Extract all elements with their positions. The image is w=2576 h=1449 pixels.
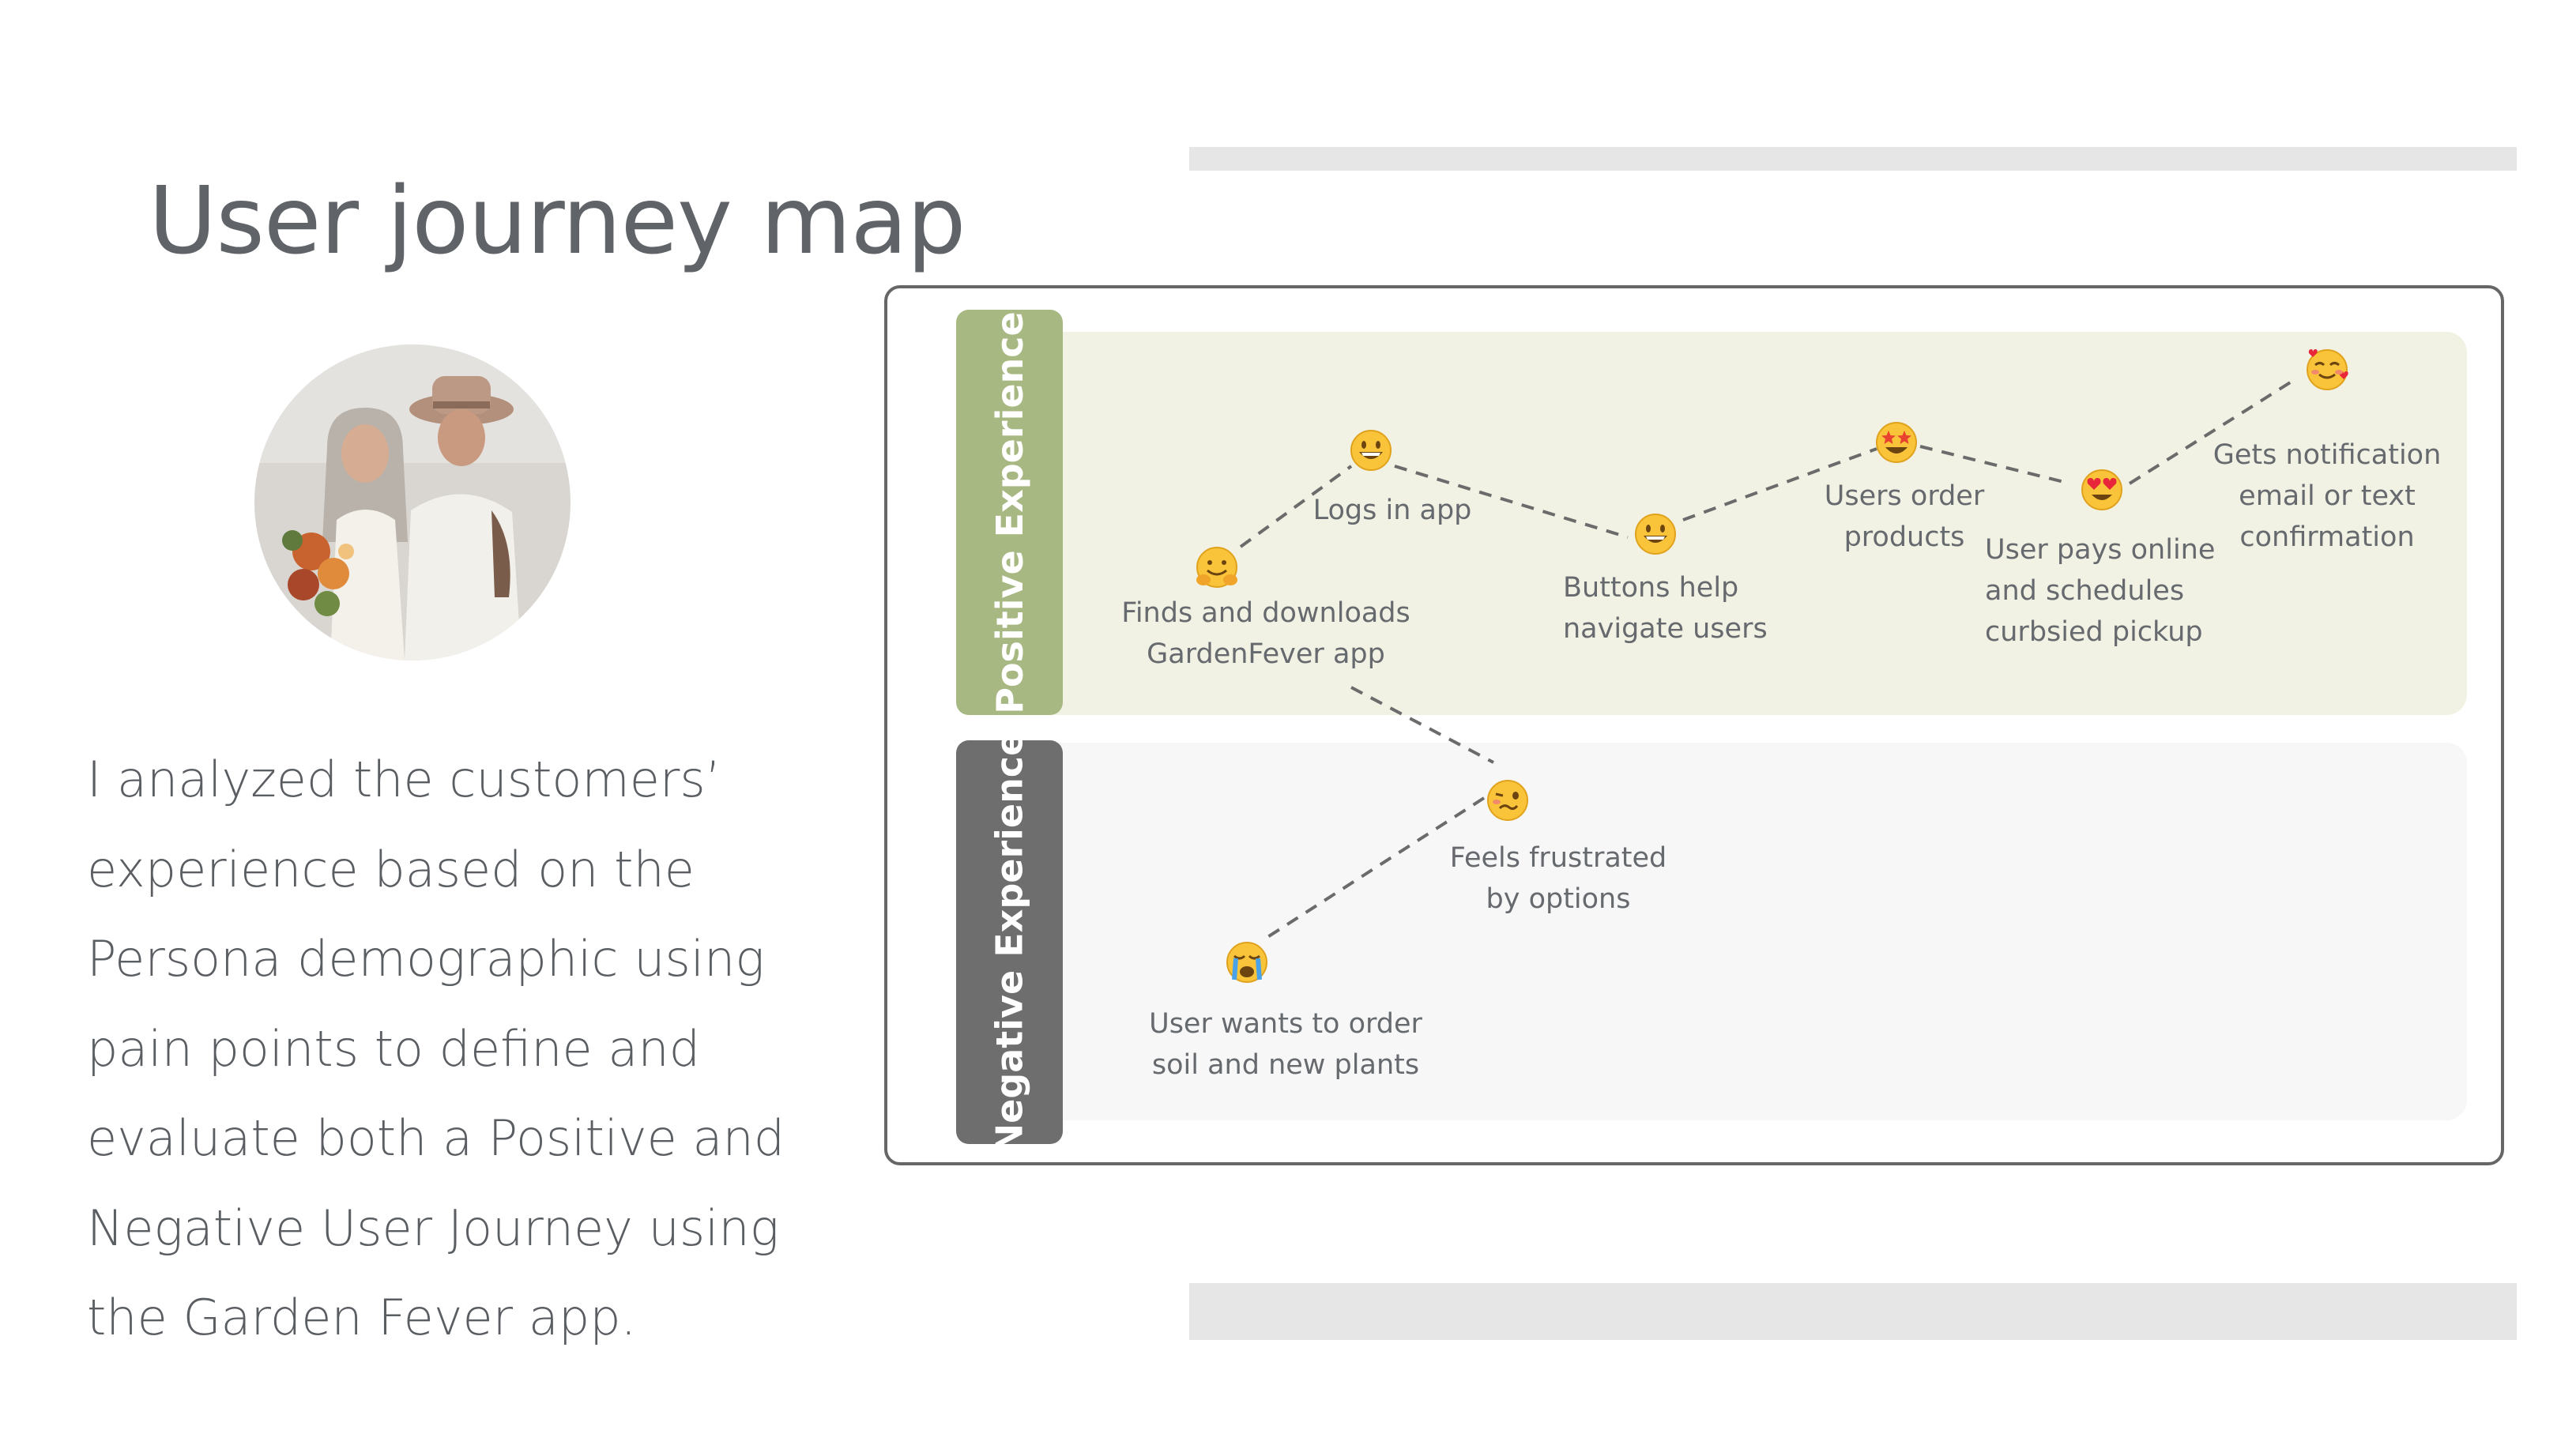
description-line: pain points to define and [87,1019,700,1078]
negative-experience-tab: Negative Experience [956,731,1063,1154]
description-line: the Garden Fever app. [87,1289,637,1346]
step-label-logs-in: Logs in app [1312,495,1472,526]
journey-map-frame [884,285,2504,1165]
connector-line [2128,376,2299,485]
description-text: I analyzed the customers’ experience bas… [87,735,798,1363]
hugging-face-icon [1196,547,1237,588]
description-line: experience based on the [87,840,695,898]
positive-experience-tab: Positive Experience [956,310,1063,715]
grinning-face-icon [1350,430,1392,471]
positive-band [1027,332,2467,715]
description-line: I analyzed the customers’ [87,751,721,808]
woozy-face-icon [1487,780,1528,821]
persona-photo [254,344,571,661]
description-line: Negative User Journey using [87,1199,779,1257]
grinning-face-icon [1635,514,1676,555]
description-line: Persona demographic using [87,930,765,988]
connector-line [1682,447,1877,521]
heart-eyes-face-icon [2081,469,2122,510]
negative-band [1027,743,2467,1120]
connector-line [1394,465,1629,539]
top-accent-bar [1189,147,2517,171]
bottom-accent-bar [1189,1283,2517,1340]
page-title: User journey map [149,166,966,275]
connector-line [1350,686,1494,764]
connector-line [1239,465,1353,548]
connector-line [1919,445,2071,485]
crying-face-icon [1226,942,1267,983]
star-struck-face-icon [1876,422,1917,463]
description-line: evaluate both a Positive and [87,1109,785,1167]
smiling-face-with-hearts-icon [2307,349,2348,390]
